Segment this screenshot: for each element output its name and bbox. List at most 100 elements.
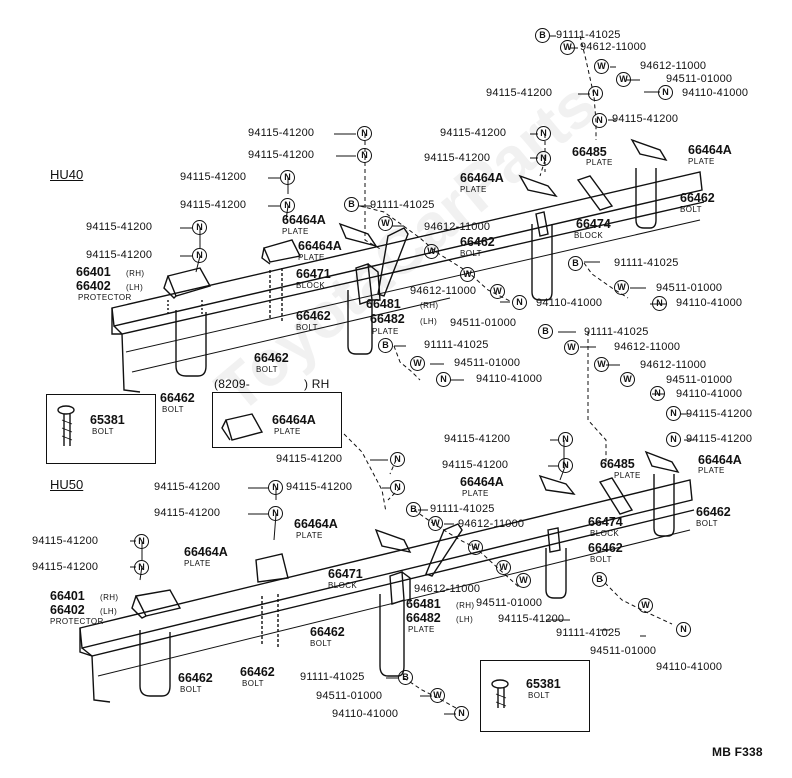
part-number[interactable]: 94115-41200 — [612, 113, 679, 125]
part-number[interactable]: 66481 — [406, 597, 441, 611]
washer-marker: W — [460, 267, 475, 282]
part-number[interactable]: 91111-41025 — [614, 257, 679, 269]
part-number[interactable]: 94612-11000 — [414, 583, 481, 595]
part-number[interactable]: 66464A — [688, 143, 732, 157]
part-number[interactable]: 66401 — [50, 589, 85, 603]
part-number[interactable]: 66482 — [406, 611, 441, 625]
part-number[interactable]: 94110-41000 — [332, 708, 399, 720]
part-number[interactable]: 94612-11000 — [580, 41, 647, 53]
part-number[interactable]: 66482 — [370, 312, 405, 326]
part-number[interactable]: 94110-41000 — [656, 661, 723, 673]
part-number[interactable]: 94115-41200 — [440, 127, 507, 139]
part-number[interactable]: 94612-11000 — [458, 518, 525, 530]
part-number[interactable]: 94612-11000 — [424, 221, 491, 233]
part-number[interactable]: 65381 — [90, 413, 125, 427]
part-number[interactable]: 94115-41200 — [154, 481, 221, 493]
part-number[interactable]: 66464A — [272, 413, 316, 427]
part-number[interactable]: 91111-41025 — [370, 199, 435, 211]
part-number[interactable]: 94115-41200 — [686, 408, 753, 420]
part-number[interactable]: 66485 — [600, 457, 635, 471]
part-number[interactable]: 94110-41000 — [476, 373, 543, 385]
part-number[interactable]: 66462 — [240, 665, 275, 679]
part-number[interactable]: 66402 — [50, 603, 85, 617]
part-number[interactable]: 66462 — [460, 235, 495, 249]
part-number[interactable]: 94110-41000 — [682, 87, 749, 99]
part-number[interactable]: 66462 — [160, 391, 195, 405]
part-number[interactable]: 66474 — [576, 217, 611, 231]
part-number[interactable]: 94511-01000 — [316, 690, 383, 702]
part-number[interactable]: 94115-41200 — [248, 149, 315, 161]
part-number[interactable]: 94110-41000 — [676, 297, 743, 309]
part-number[interactable]: 91111-41025 — [556, 627, 621, 639]
inset-bolt-box-1 — [46, 394, 156, 464]
nut-marker: N — [676, 622, 691, 637]
part-number[interactable]: 66462 — [696, 505, 731, 519]
part-number[interactable]: 66485 — [572, 145, 607, 159]
part-number[interactable]: 91111-41025 — [300, 671, 365, 683]
part-number[interactable]: 66462 — [178, 671, 213, 685]
part-number[interactable]: 94115-41200 — [248, 127, 315, 139]
part-number[interactable]: 66474 — [588, 515, 623, 529]
part-number[interactable]: 94511-01000 — [590, 645, 657, 657]
part-number[interactable]: 94115-41200 — [286, 481, 353, 493]
part-number[interactable]: 91111-41025 — [584, 326, 649, 338]
part-number[interactable]: 94110-41000 — [536, 297, 603, 309]
part-number[interactable]: 94115-41200 — [32, 535, 99, 547]
part-number[interactable]: 94612-11000 — [640, 359, 707, 371]
part-number[interactable]: 94115-41200 — [154, 507, 221, 519]
part-number[interactable]: 66402 — [76, 279, 111, 293]
part-number[interactable]: 94115-41200 — [444, 433, 511, 445]
part-number[interactable]: 66401 — [76, 265, 111, 279]
part-type-label: PLATE — [614, 471, 641, 480]
part-number[interactable]: 66471 — [296, 267, 331, 281]
part-number[interactable]: 66462 — [680, 191, 715, 205]
part-number[interactable]: 94511-01000 — [666, 73, 733, 85]
part-type-label: BOLT — [590, 555, 612, 564]
part-number[interactable]: 94115-41200 — [86, 249, 153, 261]
part-number[interactable]: 66464A — [298, 239, 342, 253]
part-number[interactable]: 94115-41200 — [486, 87, 553, 99]
part-number[interactable]: 66481 — [366, 297, 401, 311]
part-number[interactable]: 66462 — [254, 351, 289, 365]
part-number[interactable]: 94511-01000 — [454, 357, 521, 369]
washer-marker: W — [430, 688, 445, 703]
bolt-marker: B — [378, 338, 393, 353]
bolt-marker: B — [592, 572, 607, 587]
part-number[interactable]: 94612-11000 — [640, 60, 707, 72]
hu50-ubolt-b — [261, 594, 279, 648]
part-number[interactable]: 94115-41200 — [86, 221, 153, 233]
part-number[interactable]: 94115-41200 — [180, 171, 247, 183]
part-number[interactable]: 94115-41200 — [32, 561, 99, 573]
nut-marker: N — [558, 458, 573, 473]
washer-marker: W — [560, 40, 575, 55]
part-number[interactable]: 94612-11000 — [614, 341, 681, 353]
part-number[interactable]: 66462 — [588, 541, 623, 555]
part-number[interactable]: 94115-41200 — [442, 459, 509, 471]
part-number[interactable]: 66464A — [460, 475, 504, 489]
part-number[interactable]: 66462 — [310, 625, 345, 639]
part-number[interactable]: 91111-41025 — [424, 339, 489, 351]
part-number[interactable]: 94511-01000 — [656, 282, 723, 294]
part-number[interactable]: 94612-11000 — [410, 285, 477, 297]
part-number[interactable]: 94115-41200 — [686, 433, 753, 445]
part-number[interactable]: 66464A — [282, 213, 326, 227]
part-number[interactable]: 91111-41025 — [430, 503, 495, 515]
part-number[interactable]: 94511-01000 — [666, 374, 733, 386]
part-number[interactable]: 91111-41025 — [556, 29, 621, 41]
part-number[interactable]: 66464A — [184, 545, 228, 559]
part-number[interactable]: 94511-01000 — [476, 597, 543, 609]
part-number[interactable]: 66462 — [296, 309, 331, 323]
nut-marker: N — [390, 480, 405, 495]
part-number[interactable]: 94511-01000 — [450, 317, 517, 329]
part-number[interactable]: 66464A — [460, 171, 504, 185]
part-number[interactable]: 65381 — [526, 677, 561, 691]
part-number[interactable]: 66464A — [698, 453, 742, 467]
side-label: (LH) — [420, 317, 438, 326]
part-number[interactable]: 94115-41200 — [180, 199, 247, 211]
part-number[interactable]: 66471 — [328, 567, 363, 581]
part-number[interactable]: 66464A — [294, 517, 338, 531]
part-number[interactable]: 94115-41200 — [276, 453, 343, 465]
part-number[interactable]: 94110-41000 — [676, 388, 743, 400]
part-number[interactable]: 94115-41200 — [498, 613, 565, 625]
part-number[interactable]: 94115-41200 — [424, 152, 491, 164]
